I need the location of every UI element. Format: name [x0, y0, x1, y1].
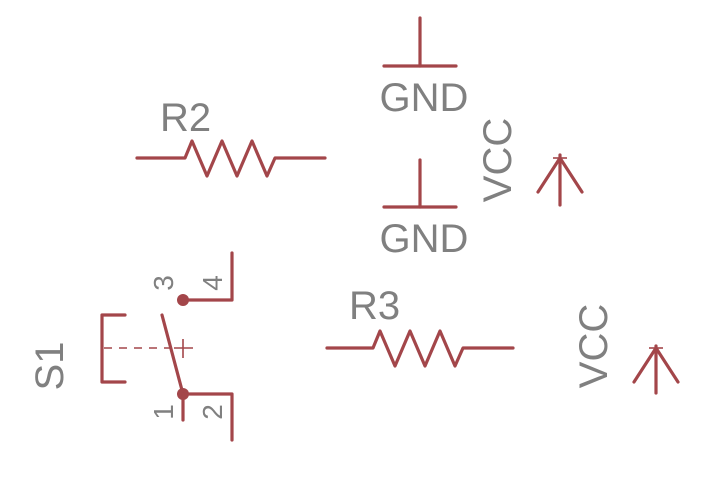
pin1-label: 1 [148, 404, 179, 420]
gnd-label-bottom: GND [380, 217, 469, 261]
gnd-symbol-bottom[interactable]: GND [380, 158, 469, 261]
s1-label: S1 [28, 342, 72, 391]
r2-label: R2 [160, 96, 211, 140]
pin3-label: 3 [148, 275, 179, 291]
resistor-r3[interactable]: R3 [325, 284, 515, 368]
resistor-r2[interactable]: R2 [135, 96, 327, 178]
switch-s1[interactable]: S1 3 4 1 2 [28, 251, 234, 442]
vcc-symbol-top[interactable]: VCC [476, 118, 584, 207]
pin2-label: 2 [197, 404, 228, 420]
pin4-label: 4 [197, 275, 228, 291]
gnd-symbol-top[interactable]: GND [380, 16, 469, 120]
vcc-label-bottom: VCC [572, 304, 616, 388]
gnd-label-top: GND [380, 76, 469, 120]
vcc-label-top: VCC [476, 118, 520, 202]
vcc-symbol-bottom[interactable]: VCC [572, 304, 680, 395]
r3-label: R3 [349, 284, 400, 328]
